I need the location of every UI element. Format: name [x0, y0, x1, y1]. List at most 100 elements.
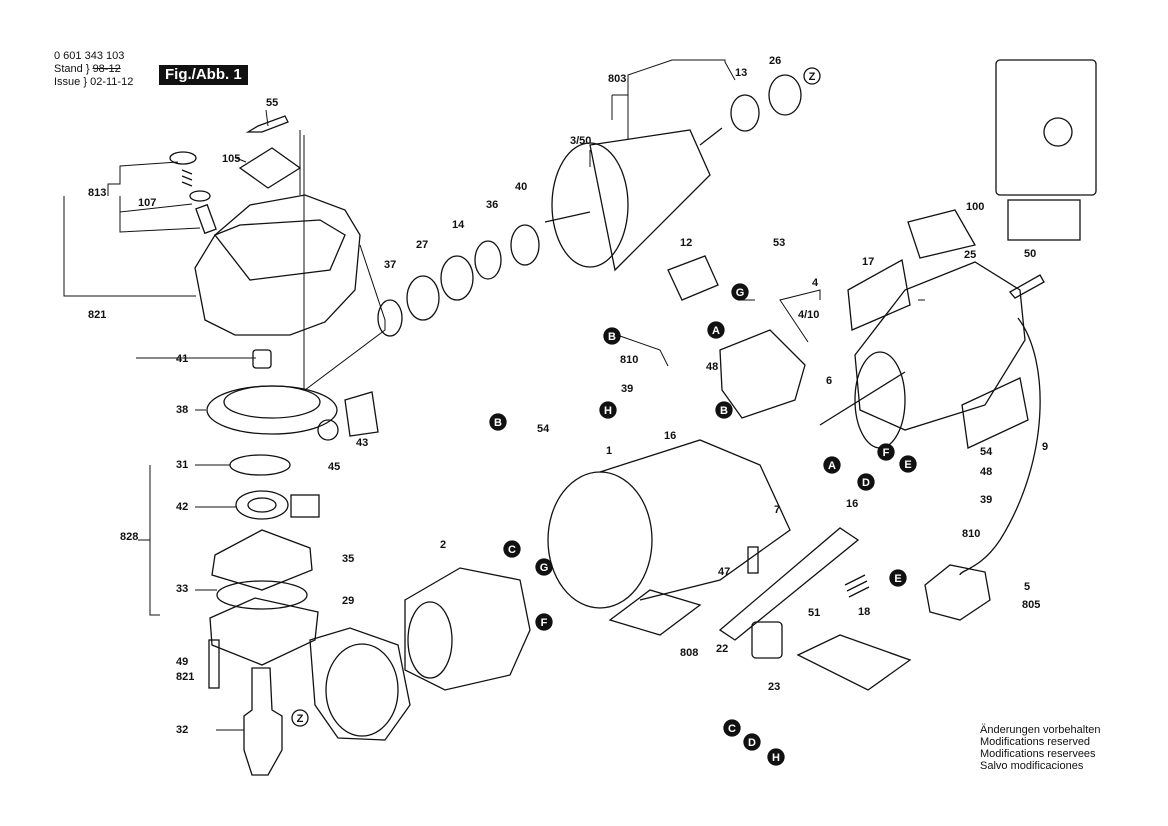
figure-label: Fig./Abb. 1	[159, 65, 248, 85]
marker-letter: D	[862, 477, 870, 489]
note-english: Modifications reserved	[980, 736, 1091, 748]
marker-letter: E	[894, 573, 901, 585]
schematic-frame-icon	[995, 59, 1097, 196]
marker-letter: H	[604, 405, 612, 417]
brace-glyph: }	[85, 63, 90, 75]
cable-guide-6-icon	[819, 371, 906, 426]
marker-letter: F	[883, 447, 890, 459]
motor-housing-1-icon	[547, 471, 653, 609]
marker-circle	[535, 558, 553, 576]
marker-e: E	[899, 455, 917, 473]
part-number-label: 7	[774, 504, 780, 516]
part-number-label: 27	[416, 239, 428, 251]
marker-circle	[707, 321, 725, 339]
lock-pin-icon	[195, 203, 217, 235]
label-100-icon	[907, 209, 976, 259]
part-number-label: 42	[176, 501, 188, 513]
marker-c: C	[723, 719, 741, 737]
part-number-label: 821	[176, 671, 194, 683]
marker-letter: E	[904, 459, 911, 471]
note-french: Modifications reservees	[980, 748, 1096, 760]
gear-head-housing	[194, 194, 361, 336]
handle-cover-25-icon	[854, 261, 1026, 431]
part-number-label: 55	[266, 97, 278, 109]
pinion-43-icon	[344, 391, 379, 437]
screw-55-icon	[245, 115, 289, 133]
marker-z: Z	[291, 709, 309, 727]
screw-50-icon	[1009, 274, 1045, 299]
part-number-label: 810	[620, 354, 638, 366]
marker-circle	[803, 67, 821, 85]
marker-circle	[603, 327, 621, 345]
marker-b: B	[715, 401, 733, 419]
marker-letter: Z	[297, 713, 304, 725]
part-number-label: 26	[769, 55, 781, 67]
part-number-label: 821	[88, 309, 106, 321]
part-number-label: 1	[606, 445, 612, 457]
part-number-label: 45	[328, 461, 340, 473]
stand-label: Stand	[54, 63, 83, 75]
part-number-label: 48	[980, 466, 992, 478]
part-number-label: 25	[964, 249, 976, 261]
slide-switch-22-icon	[718, 527, 860, 641]
bearing-tool-icon	[290, 494, 320, 518]
marker-circle	[723, 719, 741, 737]
part-number-label: 16	[664, 430, 676, 442]
marker-a: A	[707, 321, 725, 339]
marker-circle	[503, 540, 521, 558]
bearing-42-icon	[235, 490, 289, 520]
marker-letter: A	[712, 325, 720, 337]
marker-c: C	[503, 540, 521, 558]
part-number-label: 36	[486, 199, 498, 211]
part-number-label: 810	[962, 528, 980, 540]
note-german: Änderungen vorbehalten	[980, 724, 1101, 736]
marker-circle	[599, 401, 617, 419]
ring-37-icon	[377, 299, 403, 337]
part-number-label: 808	[680, 647, 698, 659]
part-number-label: 40	[515, 181, 527, 193]
marker-circle	[857, 473, 875, 491]
field-2-icon	[404, 567, 531, 691]
issue-label: Issue	[54, 76, 81, 88]
part-number-label: 12	[680, 237, 692, 249]
part-number-label: 828	[120, 531, 138, 543]
marker-circle	[535, 613, 553, 631]
marker-f: F	[877, 443, 895, 461]
marker-letter: C	[728, 723, 736, 735]
marker-letter: A	[828, 460, 836, 472]
spring-18-icon	[844, 574, 870, 598]
part-number-label: 813	[88, 187, 106, 199]
part-number-label: 105	[222, 153, 240, 165]
power-cord-805-icon	[959, 317, 1041, 576]
nut-45-icon	[317, 419, 339, 441]
part-number-label: 803	[608, 73, 626, 85]
modification-notes: Änderungen vorbehalten Modifications res…	[980, 724, 1100, 772]
brush-12-icon	[667, 255, 719, 301]
part-number-label: 22	[716, 643, 728, 655]
part-number-label: 2	[440, 539, 446, 551]
ring-36-icon	[474, 240, 502, 280]
marker-letter: F	[541, 617, 548, 629]
part-number-label: 51	[808, 607, 820, 619]
marker-circle	[889, 569, 907, 587]
lock-cap-icon	[169, 151, 197, 165]
screw-49-icon	[208, 639, 220, 689]
part-number-label: 39	[980, 494, 992, 506]
marker-letter: C	[508, 544, 516, 556]
marker-letter: G	[540, 562, 549, 574]
marker-e: E	[889, 569, 907, 587]
part-number-label: 13	[735, 67, 747, 79]
stand-old-date: 98-12	[92, 63, 121, 75]
marker-letter: Z	[809, 71, 816, 83]
brace-glyph: }	[83, 76, 88, 88]
marker-h: H	[767, 748, 785, 766]
part-number-label: 54	[537, 423, 550, 435]
part-number-label: 54	[980, 446, 993, 458]
marker-circle	[823, 456, 841, 474]
motor-symbol-icon	[1043, 117, 1073, 147]
marker-b: B	[489, 413, 507, 431]
bearing-13-icon	[730, 94, 760, 132]
part-number-label: 29	[342, 595, 354, 607]
